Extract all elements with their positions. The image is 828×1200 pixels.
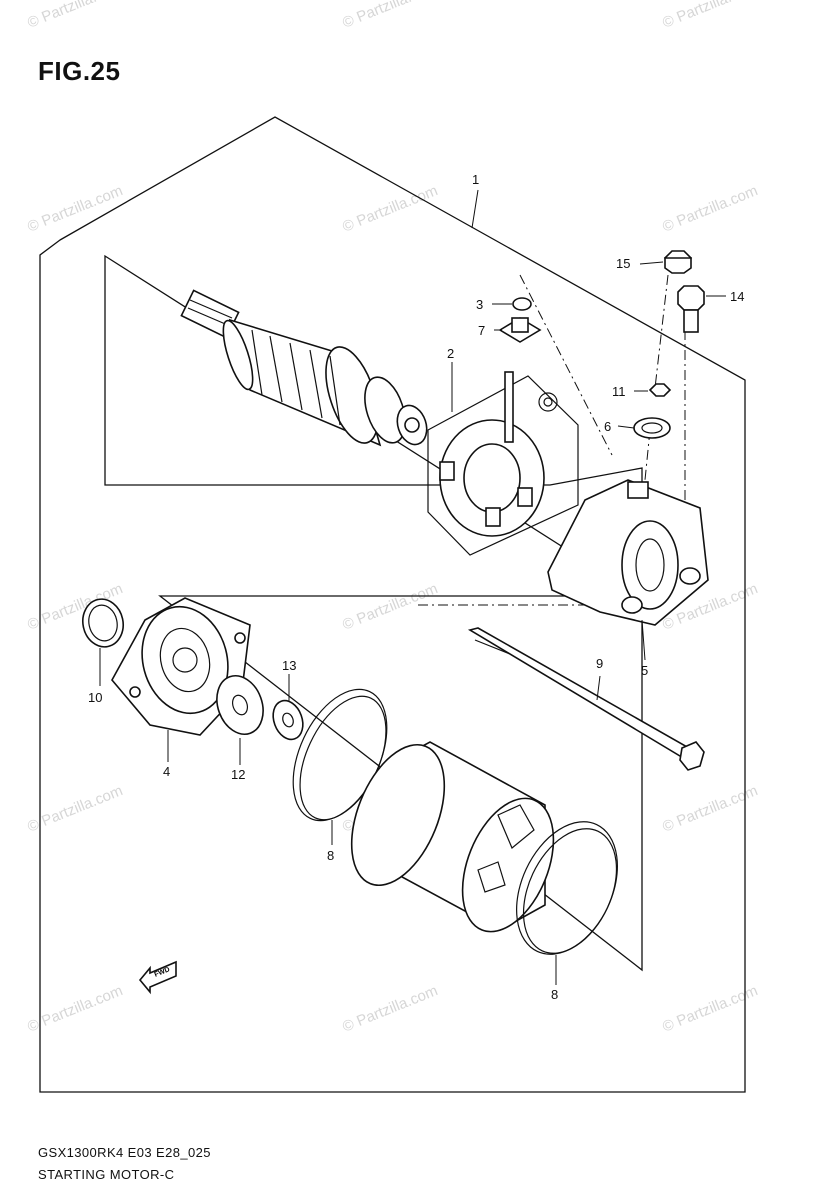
washer-3 (512, 297, 532, 311)
callout-6: 6 (604, 419, 611, 434)
callout-13: 13 (282, 658, 296, 673)
o-ring-10 (82, 598, 124, 648)
callout-14: 14 (730, 289, 744, 304)
callout-3: 3 (476, 297, 483, 312)
figure-title: FIG.25 (38, 56, 121, 86)
model-code: GSX1300RK4 E03 E28_025 (38, 1145, 211, 1160)
callout-7: 7 (478, 323, 485, 338)
front-housing-4 (111, 597, 251, 736)
watermark-text: © Partzilla.com (340, 0, 440, 32)
assembly-frame-inner (104, 254, 643, 972)
fwd-arrow-icon: FWD (138, 960, 177, 995)
callout-12: 12 (231, 767, 245, 782)
nut-15 (663, 250, 693, 274)
yoke-housing (350, 741, 555, 933)
callout-10: 10 (88, 690, 102, 705)
long-bolt-9 (467, 627, 705, 771)
washer-13 (272, 699, 304, 741)
callout-9: 9 (596, 656, 603, 671)
watermark-text: © Partzilla.com (660, 182, 760, 236)
nut-11 (648, 383, 672, 397)
washer-12 (216, 675, 264, 735)
callout-5: 5 (641, 663, 648, 678)
callout-8-lower: 8 (551, 987, 558, 1002)
armature (180, 289, 428, 447)
terminal-7 (498, 317, 542, 343)
callout-1: 1 (472, 172, 479, 187)
watermark-text: © Partzilla.com (340, 182, 440, 236)
callout-11: 11 (612, 384, 626, 399)
reference-line (519, 274, 613, 456)
reference-line (654, 274, 669, 389)
o-ring-6 (633, 417, 671, 439)
bolt-14 (677, 285, 705, 333)
callout-15: 15 (616, 256, 630, 271)
watermark-text: © Partzilla.com (340, 982, 440, 1036)
callout-2: 2 (447, 346, 454, 361)
section-name: STARTING MOTOR-C (38, 1167, 175, 1182)
o-ring-8-lower-inner (522, 828, 618, 954)
callout-4: 4 (163, 764, 170, 779)
watermark-text: © Partzilla.com (340, 580, 440, 634)
watermark-text: © Partzilla.com (25, 0, 125, 32)
rear-cover-5 (547, 479, 709, 626)
brush-holder (427, 371, 579, 556)
assembly-frame-outer (39, 116, 746, 1093)
watermark-text: © Partzilla.com (660, 0, 760, 32)
callout-8-upper: 8 (327, 848, 334, 863)
watermark-text: © Partzilla.com (25, 182, 125, 236)
